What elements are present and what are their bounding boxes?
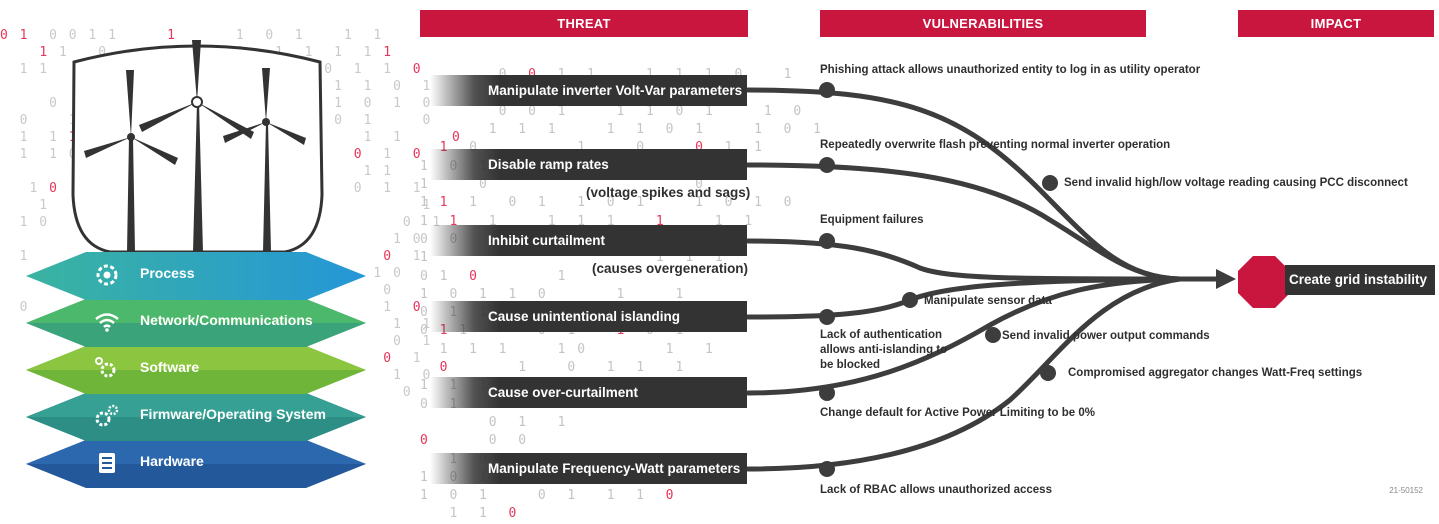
turbine-left-blades — [84, 70, 178, 165]
layer-label: Process — [140, 265, 195, 281]
stop-sign-icon — [1238, 256, 1290, 308]
vulnerability-rbac: Lack of RBAC allows unauthorized access — [820, 484, 1052, 496]
process-gear-icon — [94, 262, 120, 288]
layer-label: Network/Communications — [140, 312, 313, 328]
firmware-gears-icon — [94, 403, 120, 429]
turbine-center-blades — [139, 40, 254, 139]
vulnerability-aggregator: Compromised aggregator changes Watt-Freq… — [1068, 367, 1363, 379]
node-dot — [819, 461, 835, 477]
turbine-tower-center — [193, 102, 203, 252]
layer-firmware: Firmware/Operating System — [26, 393, 366, 441]
vulnerability-authentication-line2: allows anti-islanding to — [820, 344, 948, 356]
threat-ramp-rates: Disable ramp rates — [430, 149, 747, 180]
node-dot — [819, 82, 835, 98]
threat-over-curtailment: Cause over-curtailment — [430, 377, 747, 408]
layer-label: Software — [140, 359, 200, 375]
vulnerability-active-power: Change default for Active Power Limiting… — [820, 407, 1095, 419]
node-dot — [819, 309, 835, 325]
node-dot — [819, 385, 835, 401]
layer-label: Hardware — [140, 453, 204, 469]
node-dot — [1042, 175, 1058, 191]
node-dot — [1040, 365, 1056, 381]
vulnerability-power-commands: Send invalid power output commands — [1002, 330, 1210, 342]
layer-label: Firmware/Operating System — [140, 406, 326, 422]
software-gears-icon — [94, 356, 120, 382]
threat-freq-watt: Manipulate Frequency-Watt parameters — [430, 453, 747, 484]
vulnerability-phishing: Phishing attack allows unauthorized enti… — [820, 64, 1201, 76]
node-dot — [819, 157, 835, 173]
node-dot — [902, 292, 918, 308]
layer-network: Network/Communications — [26, 299, 366, 347]
flow-line-ramp-rates — [745, 162, 1183, 282]
impact-grid-instability: Create grid instability — [1285, 265, 1435, 295]
flow-line-over-curtailment — [745, 276, 1183, 396]
threat-note-ramp-rates: (voltage spikes and sags) — [586, 185, 751, 200]
layer-process: Process — [26, 252, 366, 300]
threat-note-curtailment: (causes overgeneration) — [592, 261, 749, 276]
turbine-tower-left — [127, 137, 135, 252]
vulnerability-invalid-voltage: Send invalid high/low voltage reading ca… — [1064, 177, 1408, 189]
header-vulnerabilities: VULNERABILITIES — [820, 10, 1146, 37]
layer-hardware: Hardware — [26, 440, 366, 488]
vulnerability-authentication-line1: Lack of authentication — [820, 329, 943, 341]
node-dot — [819, 233, 835, 249]
threat-curtailment: Inhibit curtailment — [430, 225, 747, 256]
flow-line-freq-watt — [745, 276, 1183, 472]
vulnerability-authentication-line3: be blocked — [820, 359, 881, 371]
turbine-right-blades — [223, 68, 306, 145]
vulnerability-overwrite-flash: Repeatedly overwrite flash preventing no… — [820, 139, 1171, 151]
vulnerability-sensor-data: Manipulate sensor data — [924, 295, 1052, 307]
layer-software: Software — [26, 346, 366, 394]
hardware-server-icon — [94, 450, 120, 476]
flow-arrowhead — [1216, 269, 1236, 289]
node-dot — [985, 327, 1001, 343]
threat-volt-var: Manipulate inverter Volt-Var parameters — [430, 75, 747, 106]
header-threat: THREAT — [420, 10, 748, 37]
attack-flow-lines — [745, 82, 1290, 477]
vulnerability-equipment-failures: Equipment failures — [820, 214, 924, 226]
wifi-icon — [94, 309, 120, 335]
header-impact: IMPACT — [1238, 10, 1434, 37]
figure-code: 21-50152 — [1389, 486, 1423, 495]
threat-islanding: Cause unintentional islanding — [430, 301, 747, 332]
turbine-tower-right — [263, 122, 271, 252]
shield-turbine-graphic — [71, 40, 324, 254]
